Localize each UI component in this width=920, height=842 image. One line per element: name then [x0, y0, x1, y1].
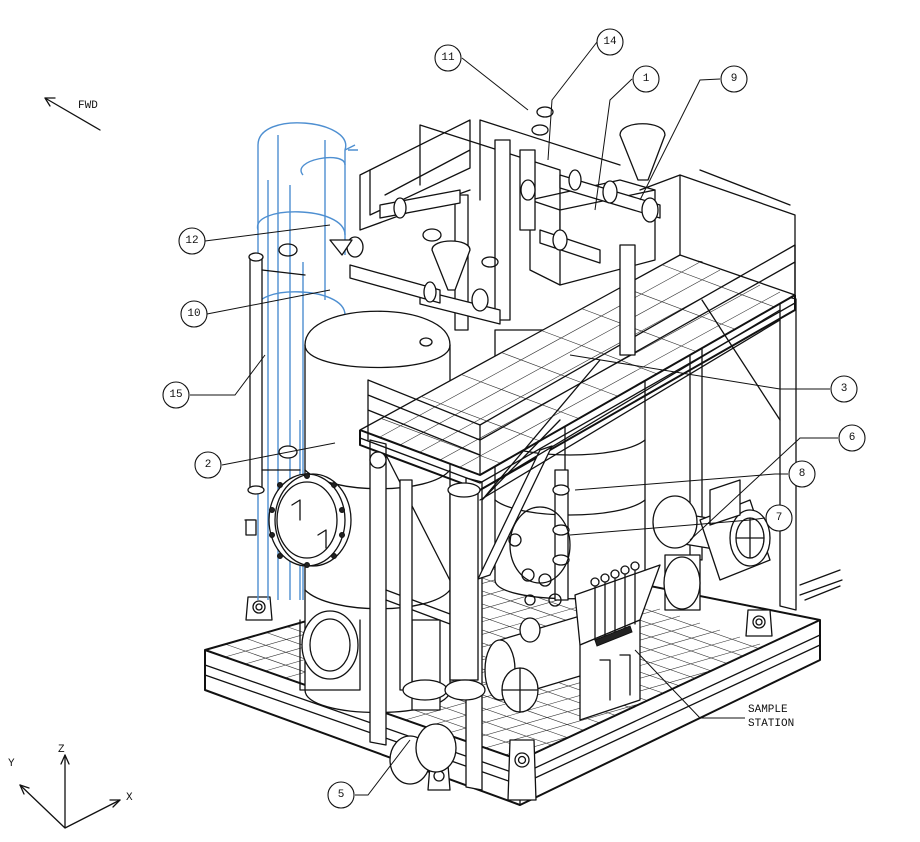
callout-15: 15 [162, 381, 190, 409]
callout-label: 8 [799, 468, 806, 480]
sample-station-assembly [574, 561, 661, 721]
fwd-indicator: FWD [44, 97, 101, 131]
callout-label: 9 [731, 73, 738, 85]
sample-station-line1: SAMPLE [748, 704, 788, 716]
callout-label: 3 [841, 383, 848, 395]
axis-y-label: Y [8, 758, 15, 770]
callout-9: 9 [720, 65, 748, 93]
axis-x-label: X [126, 792, 133, 804]
lifting-lug [245, 596, 273, 621]
callout-11: 11 [434, 44, 462, 72]
callout-label: 10 [187, 308, 200, 320]
callout-2: 2 [194, 451, 222, 479]
callout-label: 7 [776, 512, 783, 524]
axis-z-label: Z [58, 744, 65, 756]
callout-6: 6 [838, 424, 866, 452]
callout-12: 12 [178, 227, 206, 255]
callout-label: 15 [169, 389, 182, 401]
manway-flange [268, 473, 352, 568]
fwd-label: FWD [78, 100, 98, 112]
callout-label: 12 [185, 235, 198, 247]
callout-1: 1 [632, 65, 660, 93]
sample-station-line2: STATION [748, 718, 794, 730]
callout-3: 3 [830, 375, 858, 403]
callout-label: 6 [849, 432, 856, 444]
piping [278, 106, 771, 785]
callout-10: 10 [180, 300, 208, 328]
sample-station-label: SAMPLE STATION [748, 704, 794, 730]
lifting-lug [745, 609, 773, 637]
callout-5: 5 [327, 781, 355, 809]
callout-label: 11 [441, 52, 455, 64]
callout-label: 14 [603, 36, 617, 48]
leader-lines [190, 41, 838, 796]
callout-8: 8 [788, 460, 816, 488]
axis-triad: Y Z X [8, 744, 133, 829]
callout-label: 1 [643, 73, 650, 85]
callout-7: 7 [765, 504, 793, 532]
callout-label: 5 [338, 789, 345, 801]
callout-label: 2 [205, 459, 212, 471]
callout-14: 14 [596, 28, 624, 56]
lifting-lug [507, 739, 537, 801]
